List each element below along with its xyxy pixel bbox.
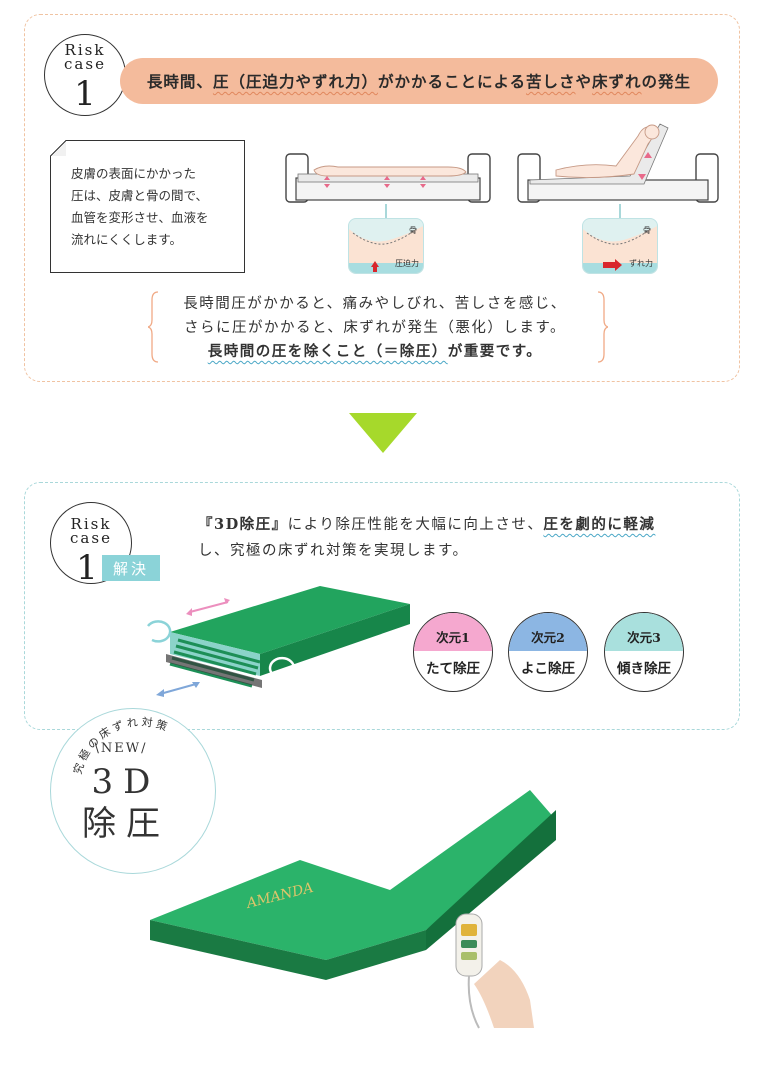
case-number: 1	[74, 74, 96, 114]
dimension-3-badge: 次元3 傾き除圧	[604, 612, 684, 692]
intro-emphasis-3d: 『3D除圧』	[198, 516, 288, 533]
shear-zoom-inset: 骨 ずれ力	[582, 218, 658, 274]
new-3d-badge: 究極の床ずれ対策 \NEW/ 3D 除圧	[50, 708, 216, 874]
arc-text-svg: 究極の床ずれ対策	[70, 714, 169, 775]
dimension-label: たて除圧	[426, 661, 480, 677]
raised-bed-illustration	[517, 123, 719, 203]
risk-panel	[24, 14, 740, 382]
risk-word: Risk	[64, 41, 106, 59]
headline-mid2: や	[575, 72, 593, 91]
left-brace	[148, 291, 159, 363]
dimension-1-badge: 次元1 たて除圧	[413, 612, 493, 692]
summary-line: 長時間の圧を除くこと（＝除圧）が重要です。	[160, 340, 590, 364]
skin-pressure-note: 皮膚の表面にかかった 圧は、皮膚と骨の間で、 血管を変形させ、血液を 流れにくく…	[50, 140, 245, 273]
dimension-label: 傾き除圧	[617, 661, 671, 677]
dimension-title: 次元1	[414, 613, 492, 651]
headline-pain: 苦しさ	[526, 72, 576, 91]
amanda-mattress-photo: AMANDA	[150, 790, 556, 980]
headline-pressure: 圧（圧迫力やずれ力）	[212, 72, 378, 91]
risk-case-badge: Risk case 1	[44, 34, 126, 116]
intro-line-1: 『3D除圧』により除圧性能を大幅に向上させ、圧を劇的に軽減	[198, 512, 655, 538]
zoom-stem	[619, 204, 621, 218]
flat-bed-illustration	[285, 153, 491, 203]
zoom-stem	[385, 204, 387, 218]
intro-line-2: し、究極の床ずれ対策を実現します。	[198, 543, 469, 559]
pressure-zoom-inset: 骨 圧迫力	[348, 218, 424, 274]
summary-emphasis: 長時間の圧を除くこと（＝除圧）	[207, 343, 448, 360]
dimension-title: 次元2	[509, 613, 587, 651]
solution-intro: 『3D除圧』により除圧性能を大幅に向上させ、圧を劇的に軽減 し、究極の床ずれ対策…	[198, 512, 655, 564]
compression-force-label: 圧迫力	[395, 259, 419, 268]
case-word: case	[64, 55, 106, 73]
badge-jyoatsu-text: 除圧	[82, 804, 170, 844]
pressure-summary: 長時間圧がかかると、痛みやしびれ、苦しさを感じ、 さらに圧がかかると、床ずれが発…	[160, 292, 590, 364]
dimension-2-badge: 次元2 よこ除圧	[508, 612, 588, 692]
note-line: 圧は、皮膚と骨の間で、	[71, 188, 209, 203]
remote-controller-in-hand	[455, 913, 534, 1029]
note-fold-corner	[50, 140, 66, 156]
badge-3d-text: 3D	[91, 762, 161, 802]
note-line: 皮膚の表面にかかった	[71, 166, 197, 181]
bone-label: 骨	[409, 226, 417, 235]
dimension-title: 次元3	[605, 613, 683, 651]
case-number: 1	[76, 548, 98, 588]
shear-force-label: ずれ力	[629, 259, 653, 268]
risk-word: Risk	[70, 515, 112, 533]
headline-bedsore: 床ずれ	[592, 72, 642, 91]
summary-line: さらに圧がかかると、床ずれが発生（悪化）します。	[184, 320, 566, 336]
dimension-label: よこ除圧	[521, 661, 575, 677]
risk-headline: 長時間、圧（圧迫力やずれ力）がかかることによる苦しさや床ずれの発生	[120, 58, 718, 104]
down-arrow	[349, 413, 417, 453]
new-label: \NEW/	[94, 741, 148, 756]
bone-label: 骨	[643, 226, 651, 235]
note-line: 血管を変形させ、血液を	[71, 210, 209, 225]
air-cell-mattress-illustration	[147, 586, 410, 697]
headline-suffix: の発生	[641, 72, 692, 91]
headline-middle: がかかることによる	[377, 72, 526, 91]
note-line: 流れにくくします。	[71, 232, 183, 247]
bone-skin-diagram	[349, 226, 423, 273]
intro-emphasis-reduce: 圧を劇的に軽減	[543, 516, 656, 533]
bone-skin-diagram	[583, 226, 657, 273]
headline-prefix: 長時間、	[146, 72, 213, 91]
solution-label: 解決	[102, 555, 160, 581]
solution-panel	[24, 482, 740, 730]
summary-line: 長時間圧がかかると、痛みやしびれ、苦しさを感じ、	[183, 296, 567, 312]
case-word: case	[70, 529, 112, 547]
right-brace	[597, 291, 608, 363]
summary-rest: が重要です。	[447, 343, 543, 360]
intro-part1: により除圧性能を大幅に向上させ、	[287, 517, 544, 533]
